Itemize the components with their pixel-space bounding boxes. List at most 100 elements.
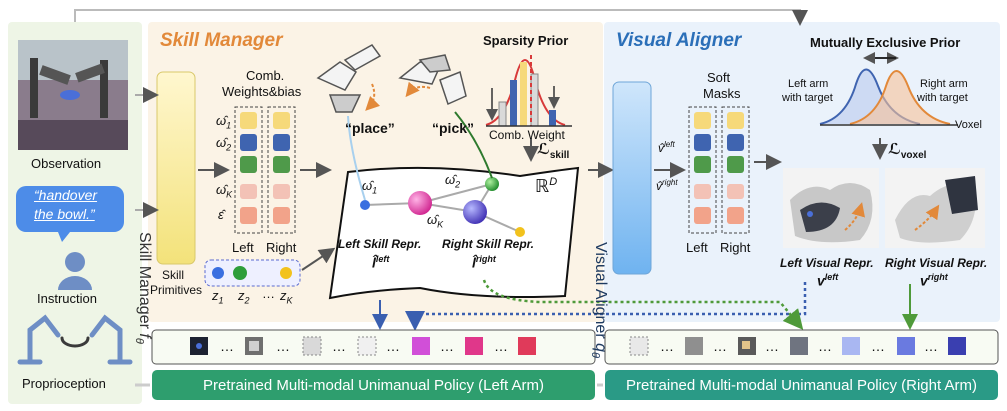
instruction-text-line2: the bowl.” bbox=[34, 206, 95, 222]
comb-label-line1: Comb. bbox=[246, 68, 285, 83]
right-token-ellipsis-3: … bbox=[765, 338, 779, 354]
left-skill-repr-label: Left Skill Repr. bbox=[338, 237, 422, 251]
sparsity-prior-title: Sparsity Prior bbox=[483, 33, 569, 48]
observation-label: Observation bbox=[31, 156, 102, 171]
skill-primitives-line1: Skill bbox=[162, 268, 185, 282]
weight-cells bbox=[240, 112, 290, 224]
visual-aligner-title: Visual Aligner bbox=[616, 30, 742, 51]
right-policy-bar bbox=[605, 370, 998, 400]
manifold-w2-label: ω̂2 bbox=[445, 172, 461, 190]
left-weights-column bbox=[234, 106, 263, 234]
manifold-w1-label: ω̂1 bbox=[362, 178, 378, 196]
skill-col-left: Left bbox=[232, 240, 254, 255]
place-label: “place” bbox=[345, 120, 395, 136]
mask-col-left: Left bbox=[686, 240, 708, 255]
skill-col-right: Right bbox=[266, 240, 297, 255]
right-visual-repr-image bbox=[885, 168, 985, 248]
soft-masks-line1: Soft bbox=[707, 70, 731, 85]
left-token-ellipsis-6: … bbox=[494, 338, 508, 354]
person-icon bbox=[58, 252, 92, 290]
loss-voxel-label: ℒvoxel bbox=[888, 141, 927, 161]
left-l-label: l̂left bbox=[372, 254, 390, 271]
instruction-bubble bbox=[16, 186, 124, 242]
left-arm-line2: with target bbox=[782, 92, 833, 104]
weight-label-2: ω̂2 bbox=[216, 135, 232, 153]
loss-skill-label: ℒskill bbox=[537, 141, 570, 161]
manifold-z2-point bbox=[485, 177, 499, 191]
comb-label-line2: Weights&bias bbox=[222, 84, 302, 99]
left-policy-label: Pretrained Multi-modal Unimanual Policy … bbox=[203, 376, 544, 394]
skill-primitives-line2: Primitives bbox=[150, 283, 203, 297]
primitive-label-z2: z2 bbox=[238, 288, 250, 306]
left-token-ellipsis-4: … bbox=[386, 338, 400, 354]
primitive-zk bbox=[280, 267, 292, 279]
skill-manager-module bbox=[156, 71, 196, 265]
left-mask-column bbox=[688, 106, 717, 234]
right-token-ellipsis-4: … bbox=[818, 338, 832, 354]
observation-image bbox=[18, 40, 128, 150]
weight-label-1: ω̂1 bbox=[216, 113, 232, 131]
left-visual-repr-image bbox=[783, 168, 879, 248]
right-arm-line2: with target bbox=[917, 92, 968, 104]
top-feedback-line bbox=[74, 9, 808, 26]
left-token-ellipsis-2: … bbox=[276, 338, 290, 354]
space-label: ℝD bbox=[535, 176, 558, 196]
instruction-text-line1: “handover bbox=[34, 187, 98, 203]
right-token-ellipsis-5: … bbox=[871, 338, 885, 354]
comb-weight-label: Comb. Weight bbox=[489, 128, 565, 142]
right-skill-ball bbox=[463, 200, 487, 224]
voxel-label: Voxel bbox=[955, 119, 982, 131]
mutually-exclusive-plot bbox=[819, 52, 958, 126]
mask-cells bbox=[694, 112, 744, 224]
right-token-ellipsis-2: … bbox=[713, 338, 727, 354]
right-v-label: vright bbox=[920, 272, 948, 289]
left-v-label: vleft bbox=[817, 272, 839, 289]
right-tokens bbox=[629, 336, 966, 356]
visual-aligner-module bbox=[612, 81, 652, 275]
right-skill-repr-label: Right Skill Repr. bbox=[442, 237, 535, 251]
left-token-ellipsis-5: … bbox=[440, 338, 454, 354]
v-right-label: v̂right bbox=[656, 178, 678, 193]
instruction-label: Instruction bbox=[37, 291, 97, 306]
left-policy-bar bbox=[152, 370, 595, 400]
primitive-z2 bbox=[233, 266, 247, 280]
right-policy-label: Pretrained Multi-modal Unimanual Policy … bbox=[626, 376, 977, 394]
left-tokens bbox=[190, 336, 536, 356]
visual-aligner-module-label: Visual Aligner qθ bbox=[588, 242, 609, 358]
primitive-label-zk: zK bbox=[280, 288, 293, 306]
right-mask-column bbox=[721, 106, 750, 234]
place-gripper-illustration bbox=[316, 44, 382, 113]
robot-arms-icon bbox=[17, 314, 133, 365]
soft-masks-line2: Masks bbox=[703, 86, 741, 101]
weight-label-k: ω̂K bbox=[216, 182, 233, 200]
right-token-ellipsis-1: … bbox=[660, 338, 674, 354]
right-token-ellipsis-6: … bbox=[924, 338, 938, 354]
v-left-label: v̂left bbox=[658, 140, 675, 155]
pick-label: “pick” bbox=[432, 120, 475, 136]
right-weights-column bbox=[267, 106, 296, 234]
left-token-ellipsis-3: … bbox=[332, 338, 346, 354]
mutex-prior-title: Mutually Exclusive Prior bbox=[810, 35, 961, 50]
left-skill-ball bbox=[408, 191, 432, 215]
skill-manager-title: Skill Manager bbox=[160, 30, 283, 51]
left-arm-line1: Left arm bbox=[788, 78, 829, 90]
left-visual-repr-label: Left Visual Repr. bbox=[780, 256, 874, 270]
manifold-zk-point bbox=[515, 227, 525, 237]
right-l-label: l̂right bbox=[472, 254, 496, 271]
pick-gripper-illustration bbox=[398, 54, 467, 106]
mask-col-right: Right bbox=[720, 240, 751, 255]
primitive-label-dots: … bbox=[262, 286, 275, 301]
manifold-z1-point bbox=[360, 200, 370, 210]
primitive-label-z1: z1 bbox=[212, 288, 224, 306]
manifold-wk-label: ω̂K bbox=[427, 212, 444, 230]
weight-label-bias: ε̂ bbox=[218, 207, 224, 222]
embedding-manifold bbox=[328, 166, 580, 300]
right-arm-line1: Right arm bbox=[920, 78, 968, 90]
proprioception-label: Proprioception bbox=[22, 376, 106, 391]
primitive-z1 bbox=[212, 267, 224, 279]
left-token-ellipsis-1: … bbox=[220, 338, 234, 354]
sparsity-prior-plot bbox=[485, 55, 572, 127]
skill-primitives-box bbox=[204, 259, 301, 287]
right-visual-repr-label: Right Visual Repr. bbox=[885, 256, 988, 270]
